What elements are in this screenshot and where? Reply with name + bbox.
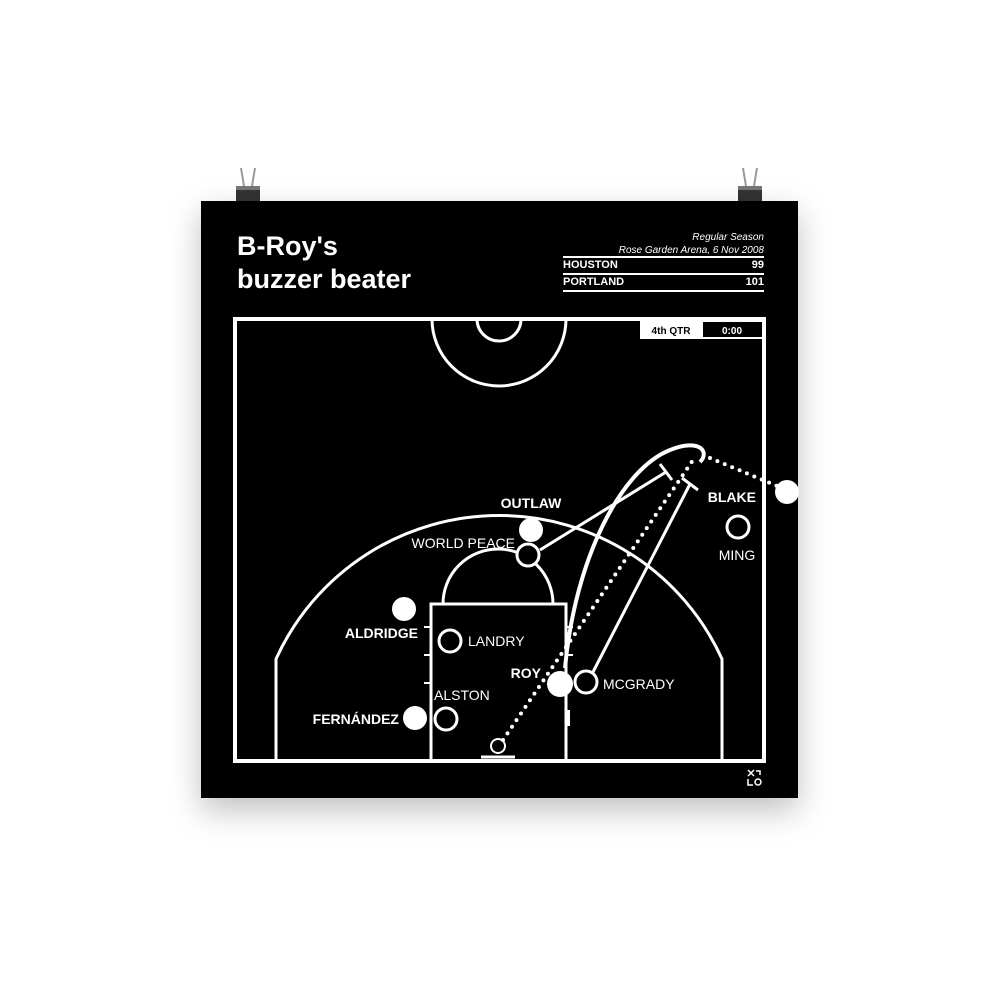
binder-clip-left [233,166,263,210]
team-score: 101 [745,276,764,288]
season-label: Regular Season [692,232,764,243]
label-world-peace: WORLD PEACE [412,535,515,551]
venue-date: Rose Garden Arena, 6 Nov 2008 [618,245,764,256]
label-roy: ROY [511,665,542,681]
screen-world-peace [539,463,674,552]
portland-players [392,480,799,730]
player-ming [725,514,751,540]
label-ming: MING [719,547,756,563]
period-label: 4th QTR [652,326,692,337]
basketball-icon [490,738,506,754]
free-throw-arc [441,547,555,605]
inbound-pass-path [708,456,784,490]
player-aldridge [392,597,416,621]
label-landry: LANDRY [468,633,525,649]
binder-clip-right [735,166,765,210]
label-alston: ALSTON [434,687,490,703]
player-alston [433,706,459,732]
poster [201,201,798,798]
play-paths [501,443,784,742]
game-meta: Regular Season Rose Garden Arena, 6 Nov … [563,231,764,257]
label-mcgrady: MCGRADY [603,676,675,692]
team-name: HOUSTON [563,259,618,271]
player-mcgrady [573,669,599,695]
label-blake: BLAKE [708,489,756,505]
shot-path [501,458,695,742]
title-line-2: buzzer beater [237,264,412,294]
center-circle [430,318,568,388]
player-outlaw [519,518,543,542]
label-aldridge: ALDRIDGE [345,625,418,641]
title-line-1: B-Roy's [237,231,338,261]
player-landry [437,628,463,654]
clock-time: 0:00 [722,326,742,337]
player-world-peace [515,542,541,568]
team-score: 99 [751,259,764,271]
player-fernandez [403,706,427,730]
score-row-portland: PORTLAND 101 [563,273,764,292]
score-row-houston: HOUSTON 99 [563,256,764,273]
player-roy [547,671,573,697]
houston-players [433,514,751,732]
poster-title: B-Roy's buzzer beater [237,230,411,296]
screen-mcgrady [591,476,699,673]
roy-cut-path [563,443,706,669]
center-circle-inner [475,318,523,343]
brand-logo-icon [747,769,762,786]
label-fernandez: FERNÁNDEZ [313,711,400,727]
clock-box: 4th QTR 0:00 [640,320,764,339]
team-name: PORTLAND [563,276,625,288]
label-outlaw: OUTLAW [501,495,562,511]
three-point-line [274,514,724,761]
key [429,602,568,763]
player-blake [775,480,799,504]
